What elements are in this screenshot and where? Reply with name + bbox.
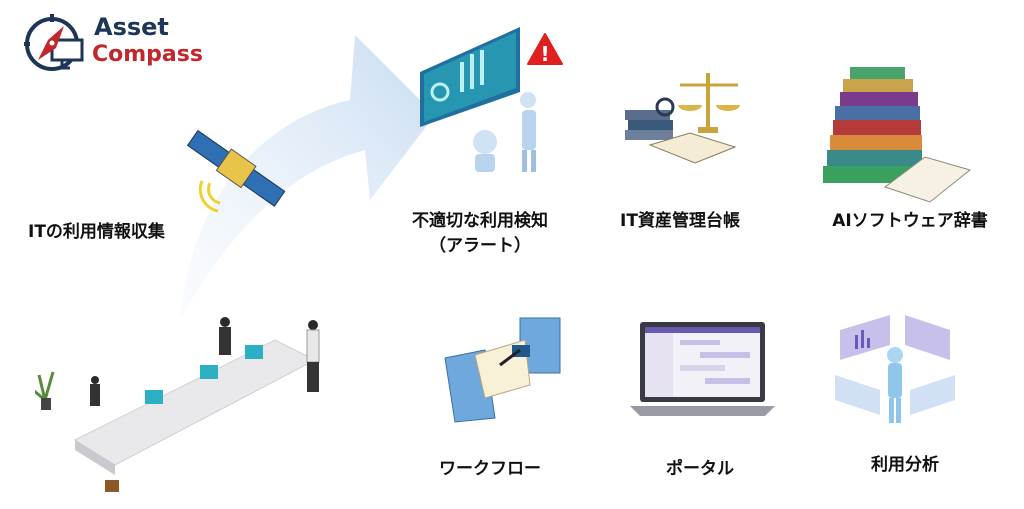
portal-laptop-icon [630,322,775,416]
office-illustration [35,317,320,492]
alert-warning-icon: ! [527,33,563,65]
software-dictionary-books-icon [823,67,972,203]
feature-label-dictionary: AIソフトウェア辞書 [832,211,988,231]
satellite-icon [186,129,286,213]
feature-label-workflow: ワークフロー [439,459,541,479]
feature-label-alert: 不適切な利用検知 （アラート） [395,209,565,259]
feature-label-ledger: IT資産管理台帳 [620,211,740,231]
logo-text-asset: Asset [94,13,169,41]
feature-label-portal: ポータル [666,459,734,479]
collection-label: ITの利用情報収集 [28,222,165,242]
alert-symbol: ! [540,42,549,65]
compass-monitor-icon [24,14,84,71]
logo-text-compass: Compass [92,42,203,67]
feature-label-analytics: 利用分析 [871,455,939,475]
workflow-approval-icon [444,317,561,423]
data-flow-arrow [180,35,435,320]
ledger-books-scale-icon [625,73,740,164]
usage-analytics-icon [835,315,955,423]
feature-label-alert-line1: 不適切な利用検知 [412,211,548,231]
ai-dashboard-robots-icon [420,27,536,172]
feature-label-alert-line2: （アラート） [429,236,531,256]
